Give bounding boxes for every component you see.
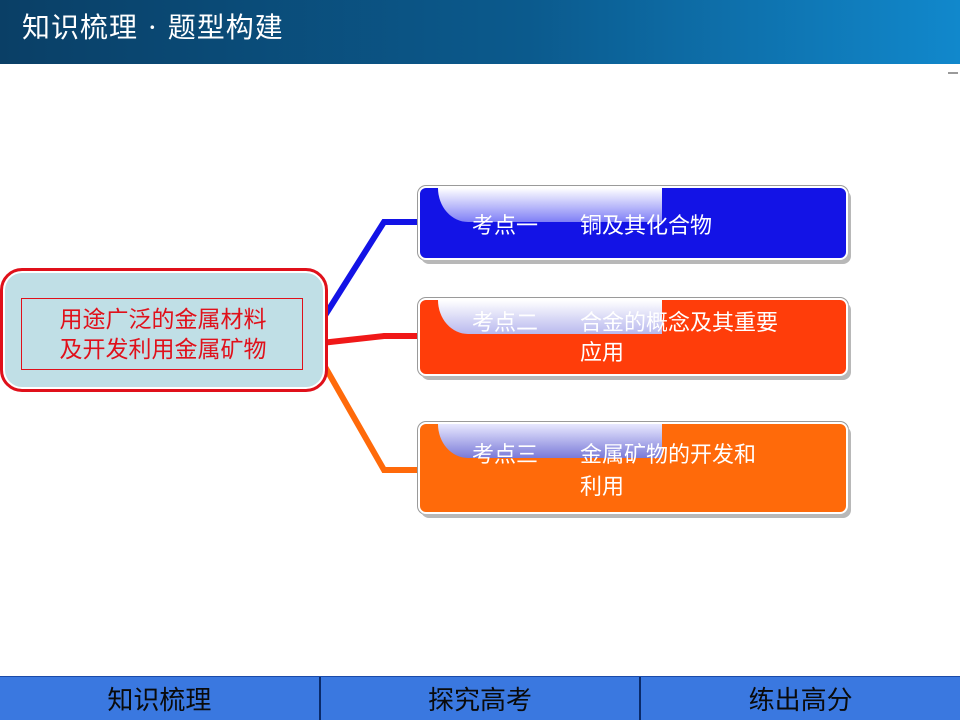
- header-bar: 知识梳理 · 题型构建: [0, 0, 960, 64]
- node-gloss: [438, 424, 662, 458]
- topic-node-2-label: 考点二: [472, 311, 539, 336]
- page-title: 知识梳理 · 题型构建: [22, 11, 284, 44]
- connector-blue: [309, 219, 418, 338]
- topic-node-1-text-1: 铜及其化合物: [580, 214, 713, 239]
- topic-node-2-text-2: 应用: [580, 341, 625, 366]
- root-topic-frame: 用途广泛的金属材料 及开发利用金属矿物: [21, 298, 303, 370]
- corner-mark: [948, 72, 958, 74]
- topic-node-3-text-1: 金属矿物的开发和: [580, 443, 757, 468]
- footer-tab-knowledge[interactable]: 知识梳理: [107, 686, 212, 716]
- topic-node-1[interactable]: 考点一 铜及其化合物: [418, 186, 848, 260]
- topic-node-3-text-2: 利用: [580, 475, 625, 500]
- footer-divider: [318, 677, 321, 720]
- topic-node-1-label: 考点一: [472, 214, 539, 239]
- topic-node-3[interactable]: 考点三 金属矿物的开发和 利用: [418, 422, 848, 514]
- topic-node-2[interactable]: 考点二 合金的概念及其重要 应用: [418, 298, 848, 376]
- root-topic-line-2: 及开发利用金属矿物: [59, 337, 267, 363]
- root-topic-line-1: 用途广泛的金属材料: [59, 307, 267, 333]
- footer-tab-practice[interactable]: 练出高分: [748, 686, 853, 716]
- footer-tab-exam[interactable]: 探究高考: [428, 686, 533, 716]
- topic-node-3-label: 考点三: [472, 443, 539, 468]
- footer-nav: 知识梳理 探究高考 练出高分: [0, 676, 960, 720]
- footer-divider: [639, 677, 642, 720]
- connector-orange: [309, 342, 418, 473]
- root-topic-node[interactable]: 用途广泛的金属材料 及开发利用金属矿物: [0, 268, 328, 392]
- connector-red: [311, 333, 418, 347]
- node-gloss: [438, 300, 662, 334]
- node-gloss: [438, 188, 662, 222]
- topic-node-2-text-1: 合金的概念及其重要: [580, 311, 779, 336]
